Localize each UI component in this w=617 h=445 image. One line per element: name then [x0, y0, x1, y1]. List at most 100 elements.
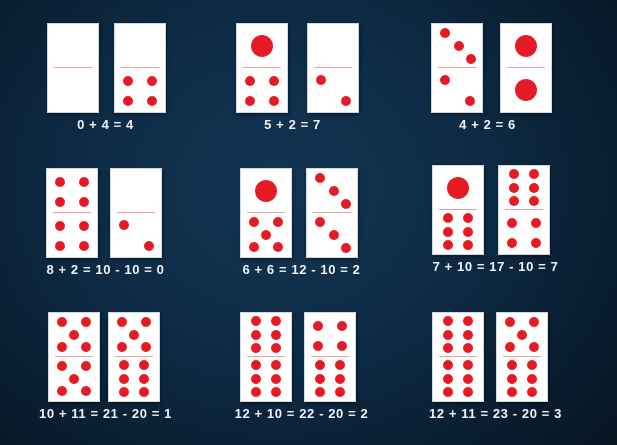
pip — [443, 387, 453, 398]
pip — [79, 220, 89, 231]
domino-tile-right — [307, 23, 359, 113]
pip — [81, 317, 91, 328]
domino-tile-right — [114, 23, 166, 113]
pip — [251, 329, 261, 340]
pip — [255, 179, 277, 202]
pip — [55, 220, 65, 231]
pip — [527, 359, 537, 370]
pip — [117, 342, 127, 353]
pip — [443, 359, 453, 370]
equation-label: 12 + 11 = 23 - 20 = 3 — [429, 406, 562, 421]
domino-tile-left — [48, 312, 100, 402]
pip — [271, 315, 281, 326]
pip — [463, 240, 473, 251]
pip — [329, 186, 339, 197]
pip — [271, 373, 281, 384]
pip — [245, 95, 255, 106]
pip — [337, 320, 347, 331]
pip — [509, 182, 519, 193]
pip — [313, 340, 323, 351]
pip — [335, 387, 345, 398]
pip — [443, 343, 453, 354]
pip — [314, 216, 325, 227]
pip — [271, 359, 281, 370]
pip — [531, 217, 541, 228]
pip — [340, 95, 351, 106]
pip — [251, 373, 261, 384]
pip — [273, 242, 283, 253]
pip — [269, 75, 279, 86]
pip — [531, 237, 541, 248]
pip — [337, 340, 347, 351]
pip — [335, 373, 345, 384]
pip — [57, 317, 67, 328]
domino-tile-right — [500, 23, 552, 113]
pip — [118, 219, 129, 230]
equation-label: 12 + 10 = 22 - 20 = 2 — [234, 406, 369, 421]
pip — [527, 373, 537, 384]
pip — [81, 361, 91, 372]
pip — [443, 373, 453, 384]
pip — [55, 196, 65, 207]
pip — [463, 315, 473, 326]
pip — [439, 74, 450, 85]
pip — [119, 373, 129, 384]
pip — [79, 196, 89, 207]
pip — [443, 329, 453, 340]
domino-tile-left — [432, 312, 484, 402]
pip — [269, 95, 279, 106]
pip — [139, 359, 149, 370]
domino-tile-right — [498, 165, 550, 255]
pip — [81, 386, 91, 397]
pip — [55, 240, 65, 251]
pip — [341, 199, 351, 210]
pip — [251, 34, 273, 57]
equation-label: 7 + 10 = 17 - 10 = 7 — [432, 259, 559, 274]
pip — [515, 34, 537, 57]
pip — [517, 329, 527, 340]
pip — [129, 329, 139, 340]
pip — [466, 54, 476, 65]
equation-label: 5 + 2 = 7 — [264, 117, 321, 132]
pip — [509, 168, 519, 179]
pip — [271, 329, 281, 340]
pip — [251, 359, 261, 370]
pip — [507, 237, 517, 248]
pip — [57, 361, 67, 372]
domino-tile-right — [306, 168, 358, 258]
pip — [335, 359, 345, 370]
pip — [443, 240, 453, 251]
pip — [251, 387, 261, 398]
pip — [447, 176, 469, 199]
equation-label: 6 + 6 = 12 - 10 = 2 — [242, 262, 361, 277]
domino-tile-left — [46, 168, 98, 258]
pip — [463, 359, 473, 370]
pip — [117, 317, 127, 328]
pip — [529, 196, 539, 207]
equation-label: 8 + 2 = 10 - 10 = 0 — [46, 262, 165, 277]
pip — [507, 387, 517, 398]
pip — [443, 315, 453, 326]
pip — [527, 387, 537, 398]
pip — [463, 387, 473, 398]
pip — [529, 182, 539, 193]
pip — [79, 240, 89, 251]
pip — [443, 226, 453, 237]
equation-label: 10 + 11 = 21 - 20 = 1 — [39, 406, 172, 421]
pip — [509, 196, 519, 207]
pip — [315, 387, 325, 398]
pip — [507, 373, 517, 384]
pip — [271, 343, 281, 354]
pip — [271, 387, 281, 398]
domino-tile-right — [110, 168, 162, 258]
pip — [341, 243, 351, 254]
pip — [57, 342, 67, 353]
pip — [507, 359, 517, 370]
pip — [507, 217, 517, 228]
domino-tile-right — [496, 312, 548, 402]
pip — [119, 359, 129, 370]
pip — [529, 168, 539, 179]
pip — [55, 176, 65, 187]
pip — [463, 226, 473, 237]
